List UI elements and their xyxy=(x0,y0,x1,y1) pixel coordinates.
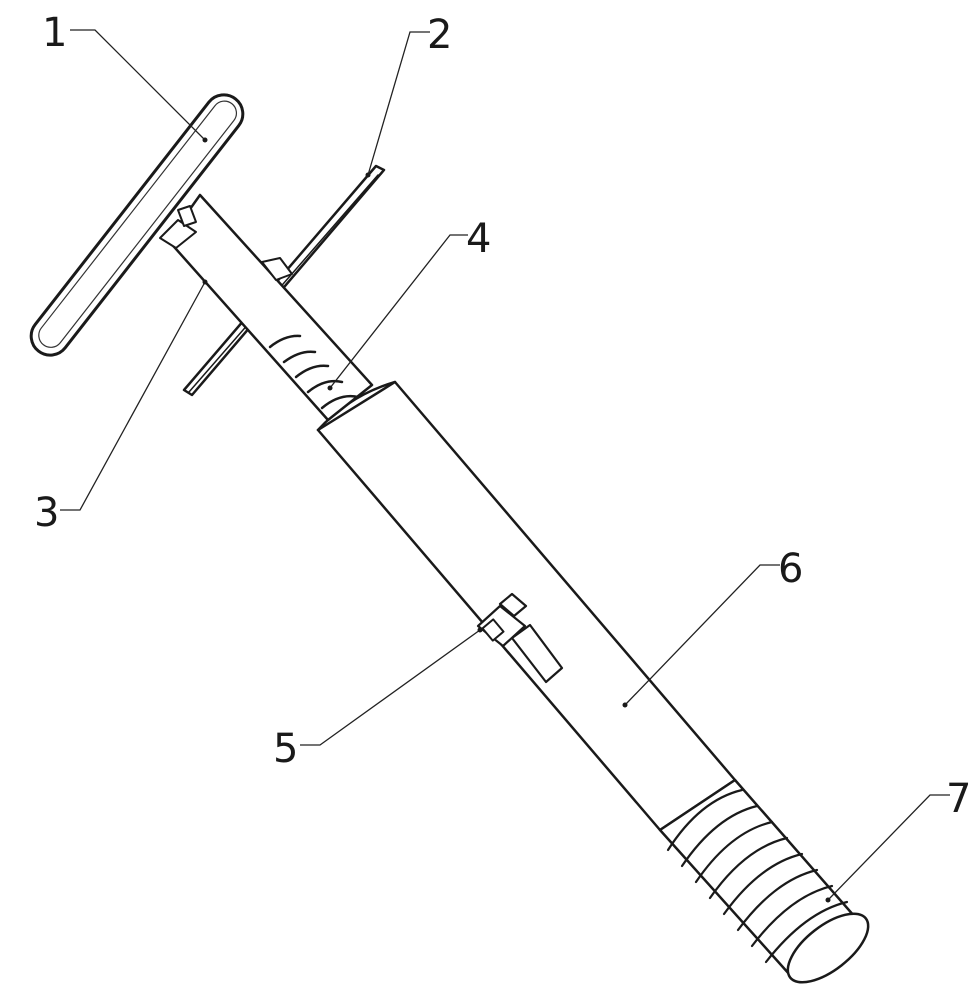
spring-coil xyxy=(268,334,360,410)
callout-2: 2 xyxy=(427,12,452,58)
callout-7: 7 xyxy=(946,776,971,822)
callout-1: 1 xyxy=(42,10,67,56)
lock-clamp xyxy=(476,592,564,684)
callout-4: 4 xyxy=(466,216,491,262)
handle-bracket xyxy=(159,205,293,281)
callout-6: 6 xyxy=(778,546,803,592)
callout-3: 3 xyxy=(34,490,59,536)
threaded-end xyxy=(658,778,870,984)
leaders xyxy=(60,29,950,903)
t-handle xyxy=(29,93,245,357)
callout-5: 5 xyxy=(273,726,298,772)
